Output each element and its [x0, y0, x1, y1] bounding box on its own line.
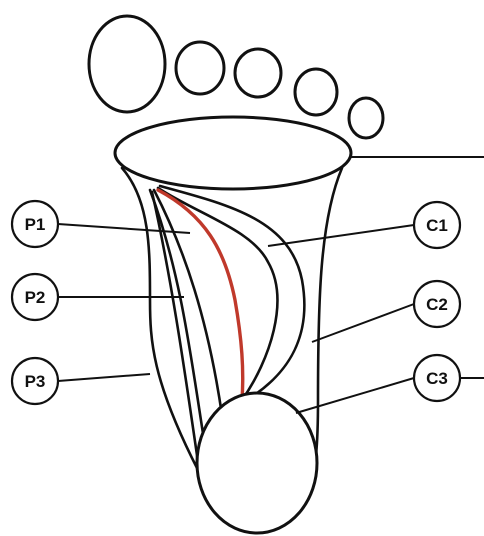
leader-p1 — [57, 223, 191, 234]
arch-line-3 — [156, 186, 279, 402]
toe-2 — [174, 40, 226, 96]
callout-p1-label: P1 — [25, 215, 46, 234]
foot-outline-lateral — [314, 166, 344, 457]
callout-p1: P1 — [10, 199, 60, 249]
callout-c1: C1 — [412, 200, 462, 250]
leader-c2 — [311, 303, 415, 343]
arch-line-5 — [148, 188, 206, 442]
arch-line-2 — [152, 188, 224, 417]
leader-c1 — [267, 224, 415, 247]
highlight-line — [156, 188, 245, 402]
callout-c3-label: C3 — [426, 369, 448, 388]
callout-p2-label: P2 — [25, 288, 46, 307]
arch-line-4 — [158, 184, 306, 400]
toe-5 — [347, 96, 385, 140]
arch-line-1 — [150, 190, 200, 464]
heel-pad — [195, 391, 319, 535]
callout-c2-label: C2 — [426, 295, 448, 314]
callout-c3: C3 — [412, 353, 462, 403]
callout-c1-label: C1 — [426, 216, 448, 235]
forefoot-pad — [113, 115, 353, 191]
callout-c2: C2 — [412, 279, 462, 329]
leader-c3 — [295, 377, 415, 414]
leader-p3 — [57, 373, 151, 382]
callout-p3-label: P3 — [25, 372, 46, 391]
toe-4 — [293, 67, 339, 117]
foot-outline-medial — [120, 166, 200, 472]
toe-3 — [233, 47, 283, 99]
callout-p3: P3 — [10, 356, 60, 406]
big-toe — [87, 14, 167, 114]
callout-p2: P2 — [10, 272, 60, 322]
